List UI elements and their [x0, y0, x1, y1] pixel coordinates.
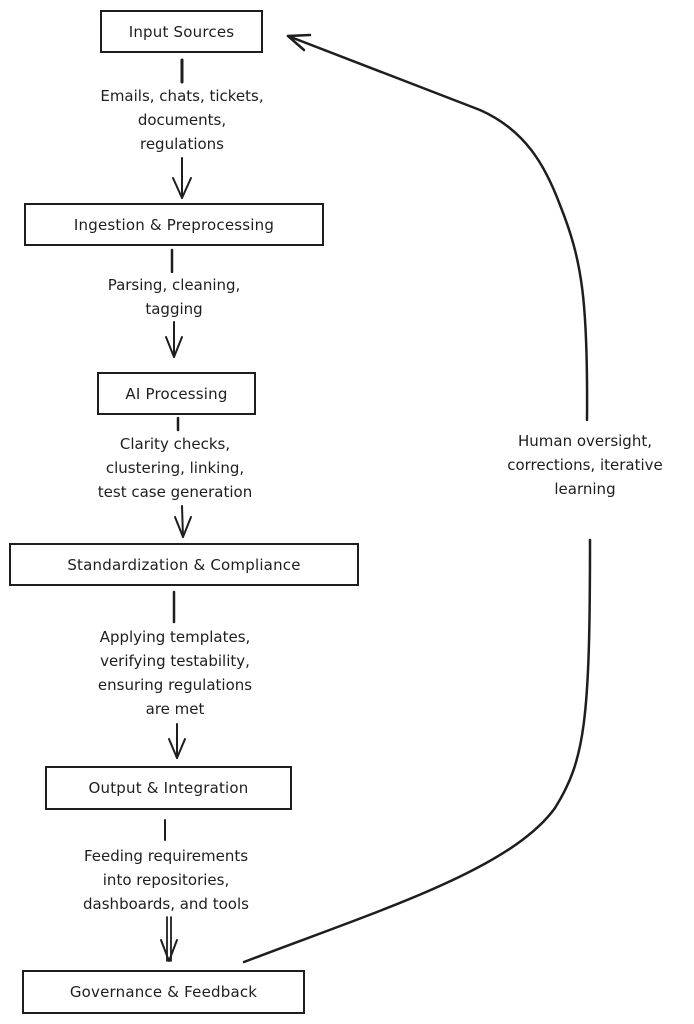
edge-label-standardization-to-output: Applying templates, verifying testabilit…	[25, 625, 325, 721]
edge-label-line: are met	[145, 700, 205, 718]
edge-label-line: regulations	[139, 135, 224, 153]
node-input-sources[interactable]: Input Sources	[100, 10, 263, 53]
node-label: Input Sources	[128, 22, 235, 41]
edge-label-line: Human oversight,	[518, 432, 652, 450]
node-label: Output & Integration	[88, 779, 249, 797]
node-ai-processing[interactable]: AI Processing	[97, 372, 256, 415]
edge-label-line: verifying testability,	[100, 652, 250, 670]
edge-label-line: tagging	[145, 300, 203, 318]
arrowhead-icon	[168, 738, 186, 759]
edge-label-line: dashboards, and tools	[83, 895, 249, 913]
edge-governance-to-input	[242, 34, 592, 964]
arrowhead-icon	[172, 177, 192, 199]
node-label: AI Processing	[125, 384, 228, 403]
edge-label-governance-to-input: Human oversight, corrections, iterative …	[478, 429, 692, 501]
arrowhead-icon	[165, 336, 183, 358]
node-label: Ingestion & Preprocessing	[73, 215, 275, 234]
node-label: Standardization & Compliance	[67, 555, 301, 574]
edge-label-output-to-governance: Feeding requirements into repositories, …	[16, 844, 316, 916]
node-governance-feedback[interactable]: Governance & Feedback	[22, 970, 305, 1014]
edge-label-line: Emails, chats, tickets,	[100, 87, 264, 105]
edge-label-input-to-ingestion: Emails, chats, tickets, documents, regul…	[32, 84, 332, 156]
node-output-integration[interactable]: Output & Integration	[45, 766, 292, 810]
node-standardization-compliance[interactable]: Standardization & Compliance	[9, 543, 359, 586]
edge-label-line: documents,	[137, 111, 227, 129]
edge-label-line: learning	[554, 480, 616, 498]
edge-label-ingestion-to-ai: Parsing, cleaning, tagging	[24, 273, 324, 321]
edge-label-line: Clarity checks,	[119, 435, 231, 453]
edge-label-line: Applying templates,	[99, 628, 251, 646]
arrowhead-icon	[174, 516, 192, 538]
edge-label-line: clustering, linking,	[105, 459, 245, 477]
edge-label-line: test case generation	[97, 483, 253, 501]
edge-label-line: Parsing, cleaning,	[107, 276, 241, 294]
edge-ai-to-standardization-lower	[181, 505, 184, 538]
arrowhead-icon	[160, 939, 178, 962]
edge-output-to-governance-lower	[166, 916, 172, 962]
node-ingestion-preprocessing[interactable]: Ingestion & Preprocessing	[24, 203, 324, 246]
edge-label-ai-to-standardization: Clarity checks, clustering, linking, tes…	[25, 432, 325, 504]
edge-label-line: ensuring regulations	[97, 676, 253, 694]
edge-label-line: into repositories,	[102, 871, 230, 889]
edge-label-line: Feeding requirements	[83, 847, 249, 865]
node-label: Governance & Feedback	[69, 983, 258, 1001]
arrowhead-icon	[286, 33, 312, 52]
edge-label-line: corrections, iterative	[507, 456, 663, 474]
